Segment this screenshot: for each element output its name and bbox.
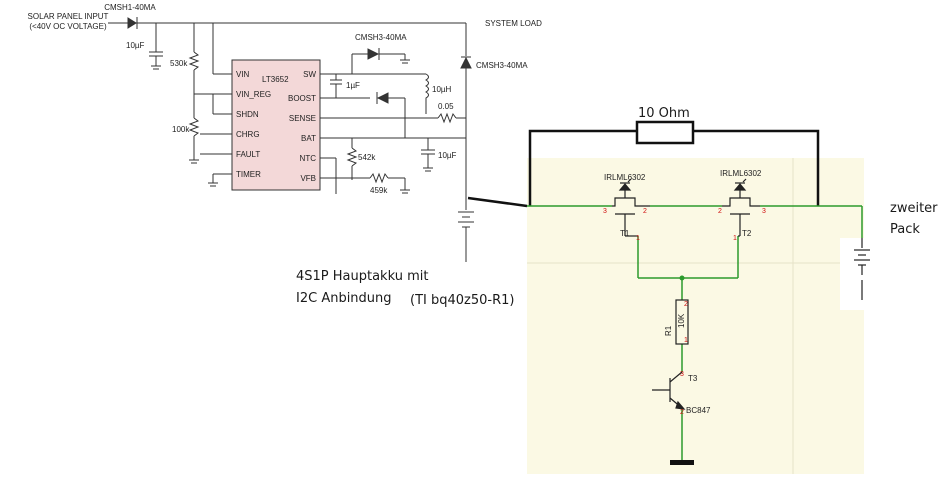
t1-part-label: IRLML6302	[604, 173, 646, 182]
ic-pin-timer: TIMER	[236, 170, 261, 179]
left-output-wiring	[320, 23, 474, 262]
schematic-panel	[527, 158, 864, 474]
ic-name-label: LT3652	[262, 75, 289, 84]
ic-pin-shdn: SHDN	[236, 110, 259, 119]
mosfet-t2	[722, 178, 760, 237]
second-pack-battery	[840, 238, 884, 310]
ic-pin-boost: BOOST	[288, 94, 316, 103]
diode-load-label: CMSH3-40MA	[476, 61, 528, 70]
t2-part-label: IRLML6302	[720, 169, 762, 178]
solar-input-label-2: (<40V OC VOLTAGE)	[29, 22, 107, 31]
left-schematic	[108, 17, 466, 187]
r1-pin1: 1	[684, 337, 688, 344]
res-sense-label: 0.05	[438, 102, 454, 111]
ic-pin-fault: FAULT	[236, 150, 260, 159]
mosfet-t1	[612, 178, 650, 237]
res-530k-label: 530k	[170, 59, 188, 68]
cap-out-label: 10µF	[438, 151, 457, 160]
ic-pin-sw: SW	[303, 70, 316, 79]
t3-pin2: 2	[680, 409, 684, 416]
diode-boost-label: CMSH3-40MA	[355, 33, 407, 42]
ic-pin-sense: SENSE	[289, 114, 316, 123]
lt3652-ic	[231, 59, 321, 191]
res-542k-label: 542k	[358, 153, 376, 162]
res-100k-label: 100k	[172, 125, 190, 134]
r1-pin2: 2	[684, 301, 688, 308]
ic-pin-vfb: VFB	[300, 174, 316, 183]
t3-pin3: 3	[680, 371, 684, 378]
hand-drawn-wires	[467, 120, 820, 208]
ic-pin-ntc: NTC	[300, 154, 317, 163]
t1-pin3: 3	[603, 208, 607, 215]
resistor-r1	[675, 299, 689, 345]
t2-pin2: 2	[718, 208, 722, 215]
main-pack-label-1: 4S1P Hauptakku mit	[296, 269, 428, 284]
right-schematic-wires	[527, 205, 863, 460]
main-pack-chip-label: (TI bq40z50-R1)	[410, 293, 514, 308]
cap-input-label: 10µF	[126, 41, 145, 50]
second-pack-label-2: Pack	[890, 222, 920, 237]
junction-dot	[679, 275, 685, 281]
resistor-10ohm-label: 10 Ohm	[638, 106, 690, 121]
r1-label: R1	[664, 325, 673, 336]
t1-pin2: 2	[643, 208, 647, 215]
ic-pin-chrg: CHRG	[236, 130, 260, 139]
t3-label: T3	[688, 374, 698, 383]
second-pack-label-1: zweiter	[890, 201, 938, 216]
ground-bar	[670, 460, 694, 465]
t3-part-label: BC847	[686, 406, 711, 415]
system-load-label: SYSTEM LOAD	[485, 19, 542, 28]
t1-label: T1	[620, 229, 630, 238]
main-pack-label-2: I2C Anbindung	[296, 291, 392, 306]
res-459k-label: 459k	[370, 186, 388, 195]
solar-input-label-1: SOLAR PANEL INPUT	[28, 12, 109, 21]
inductor-label: 10µH	[432, 85, 452, 94]
transistor-t3	[652, 371, 686, 410]
diode-input-label: CMSH1-40MA	[104, 3, 156, 12]
cap-1u-label: 1µF	[346, 81, 360, 90]
ic-pin-vin-reg: VIN_REG	[236, 90, 271, 99]
r1-value: 10K	[677, 313, 686, 328]
ic-pin-vin: VIN	[236, 70, 250, 79]
t2-label: T2	[742, 229, 752, 238]
t2-pin3: 3	[762, 208, 766, 215]
t1-pin1: 1	[636, 235, 640, 242]
t2-pin1: 1	[733, 235, 737, 242]
ic-pin-bat: BAT	[301, 134, 316, 143]
